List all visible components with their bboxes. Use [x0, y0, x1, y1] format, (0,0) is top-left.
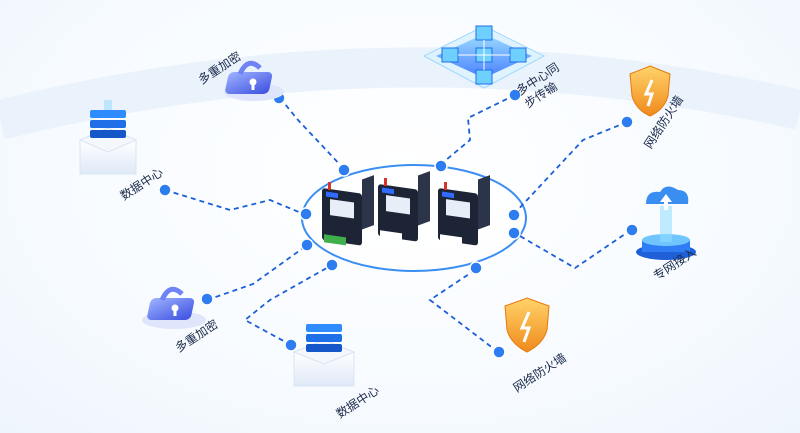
- server-stack-icon: [292, 324, 356, 387]
- node-dot: [158, 183, 172, 197]
- link-firewall-top: [512, 121, 628, 216]
- node-dot: [200, 292, 214, 306]
- ring-dot: [507, 208, 521, 222]
- link-firewall-bottom: [428, 269, 499, 353]
- cloud-upload-icon: [636, 186, 696, 260]
- link-multi-center: [439, 94, 516, 166]
- ring-dot: [507, 226, 521, 240]
- shield-icon: [504, 297, 550, 353]
- router-device-icon: [378, 171, 430, 242]
- link-private-network: [512, 229, 632, 270]
- lock-icon: [142, 286, 206, 329]
- link-encryption-top: [279, 97, 346, 171]
- bg-sweep: [0, 47, 800, 140]
- ring-dot: [434, 159, 448, 173]
- network-grid-icon: [422, 25, 546, 89]
- node-dot: [284, 338, 298, 352]
- node-dot: [508, 88, 522, 102]
- link-data-center-left: [164, 189, 307, 216]
- node-dot: [492, 345, 506, 359]
- ring-dot: [337, 163, 351, 177]
- ring-dot: [325, 258, 339, 272]
- link-data-center-bottom: [243, 264, 333, 346]
- ring-dot: [300, 238, 314, 252]
- shield-icon: [629, 65, 671, 117]
- server-stack-icon: [78, 100, 138, 175]
- ring-dot: [299, 207, 313, 221]
- node-dot: [620, 115, 634, 129]
- router-device-icon: [322, 175, 374, 246]
- link-encryption-bottom: [206, 245, 307, 301]
- ring-dot: [469, 261, 483, 275]
- hub-devices: [322, 171, 490, 246]
- router-device-icon: [438, 175, 490, 246]
- node-dot: [625, 223, 639, 237]
- lock-icon: [224, 60, 284, 101]
